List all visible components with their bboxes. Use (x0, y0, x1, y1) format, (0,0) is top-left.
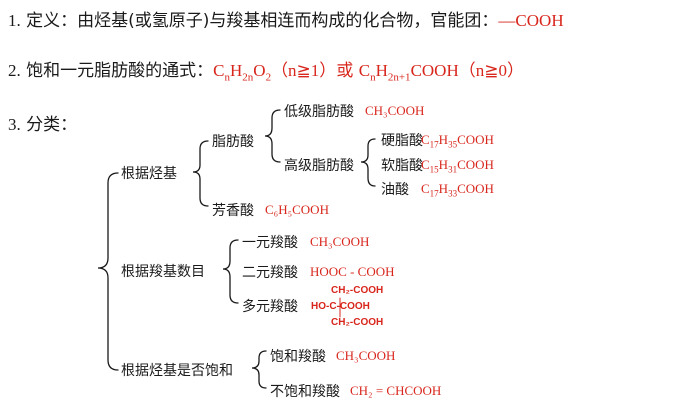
polycarboxylic-label: 多元羧酸 (242, 299, 298, 315)
oleic-formula: C17H33COOH (421, 181, 494, 199)
lower-fatty-formula: CH₃COOH (365, 103, 425, 118)
palmitic-formula: C15H31COOH (421, 157, 494, 175)
by-saturation-label: 根据烃基是否饱和 (121, 363, 233, 379)
saturation-brace (251, 350, 267, 389)
lower-fatty-acid-label: 低级脂肪酸 (284, 104, 354, 120)
general-formula-line: 2. 饱和一元脂肪酸的通式：CnH2nO2（n≧1）或 CnH2n+1COOH（… (8, 56, 524, 83)
item-number: 2. (8, 61, 21, 80)
formula-cnh2n1cooh: CnH2n+1COOH (358, 61, 459, 84)
monocarboxylic-label: 一元羧酸 (242, 235, 298, 251)
general-formula-label: 饱和一元脂肪酸的通式： (26, 61, 214, 81)
stearic-formula: C17H35COOH (421, 132, 494, 150)
by-hydrocarbon-label: 根据烃基 (121, 166, 177, 182)
saturated-formula: CH₃COOH (336, 348, 396, 363)
aromatic-formula: C₆H₅COOH (265, 202, 329, 217)
unsaturated-formula: CH₂ = CHCOOH (350, 383, 442, 398)
dicarboxylic-label: 二元羧酸 (242, 265, 298, 281)
carboxyl-brace (222, 239, 239, 304)
saturated-acid-label: 饱和羧酸 (270, 349, 326, 365)
item-number: 3. (8, 115, 21, 134)
aromatic-acid-label: 芳香酸 (212, 203, 254, 219)
or-text: 或 (336, 61, 354, 81)
hydrocarbon-brace (192, 140, 209, 207)
condition-1: （n≧1） (271, 61, 337, 80)
fatty-acid-label: 脂肪酸 (212, 134, 254, 150)
higher-fatty-acid-label: 高级脂肪酸 (284, 158, 354, 174)
dicarboxylic-formula: HOOC - COOH (310, 264, 395, 279)
unsaturated-acid-label: 不饱和羧酸 (270, 384, 340, 400)
definition-line: 1. 定义：由烃基(或氢原子)与羧基相连而构成的化合物，官能团：—COOH (8, 6, 564, 31)
fatty-brace (264, 109, 281, 163)
by-carboxyl-count-label: 根据羧基数目 (121, 264, 205, 280)
item-number: 1. (8, 11, 21, 30)
citric-row-1: CH₂-COOH (331, 285, 384, 296)
monocarboxylic-formula: CH₃COOH (310, 234, 370, 249)
higher-fatty-brace (360, 138, 376, 187)
classification-label: 分类： (26, 115, 78, 135)
classification-heading: 3. 分类： (8, 110, 77, 135)
citric-row-2: HO-C-COOH (311, 301, 370, 312)
functional-group: —COOH (498, 11, 564, 30)
palmitic-acid-label: 软脂酸 (381, 158, 423, 174)
definition-text: 定义：由烃基(或氢原子)与羧基相连而构成的化合物，官能团： (26, 11, 499, 31)
main-brace (97, 172, 119, 371)
citric-row-3: CH₂-COOH (331, 317, 384, 328)
oleic-acid-label: 油酸 (381, 182, 409, 198)
condition-2: （n≧0） (458, 61, 524, 80)
stearic-acid-label: 硬脂酸 (381, 133, 423, 149)
formula-cnh2no2: CnH2nO2 (213, 61, 272, 84)
